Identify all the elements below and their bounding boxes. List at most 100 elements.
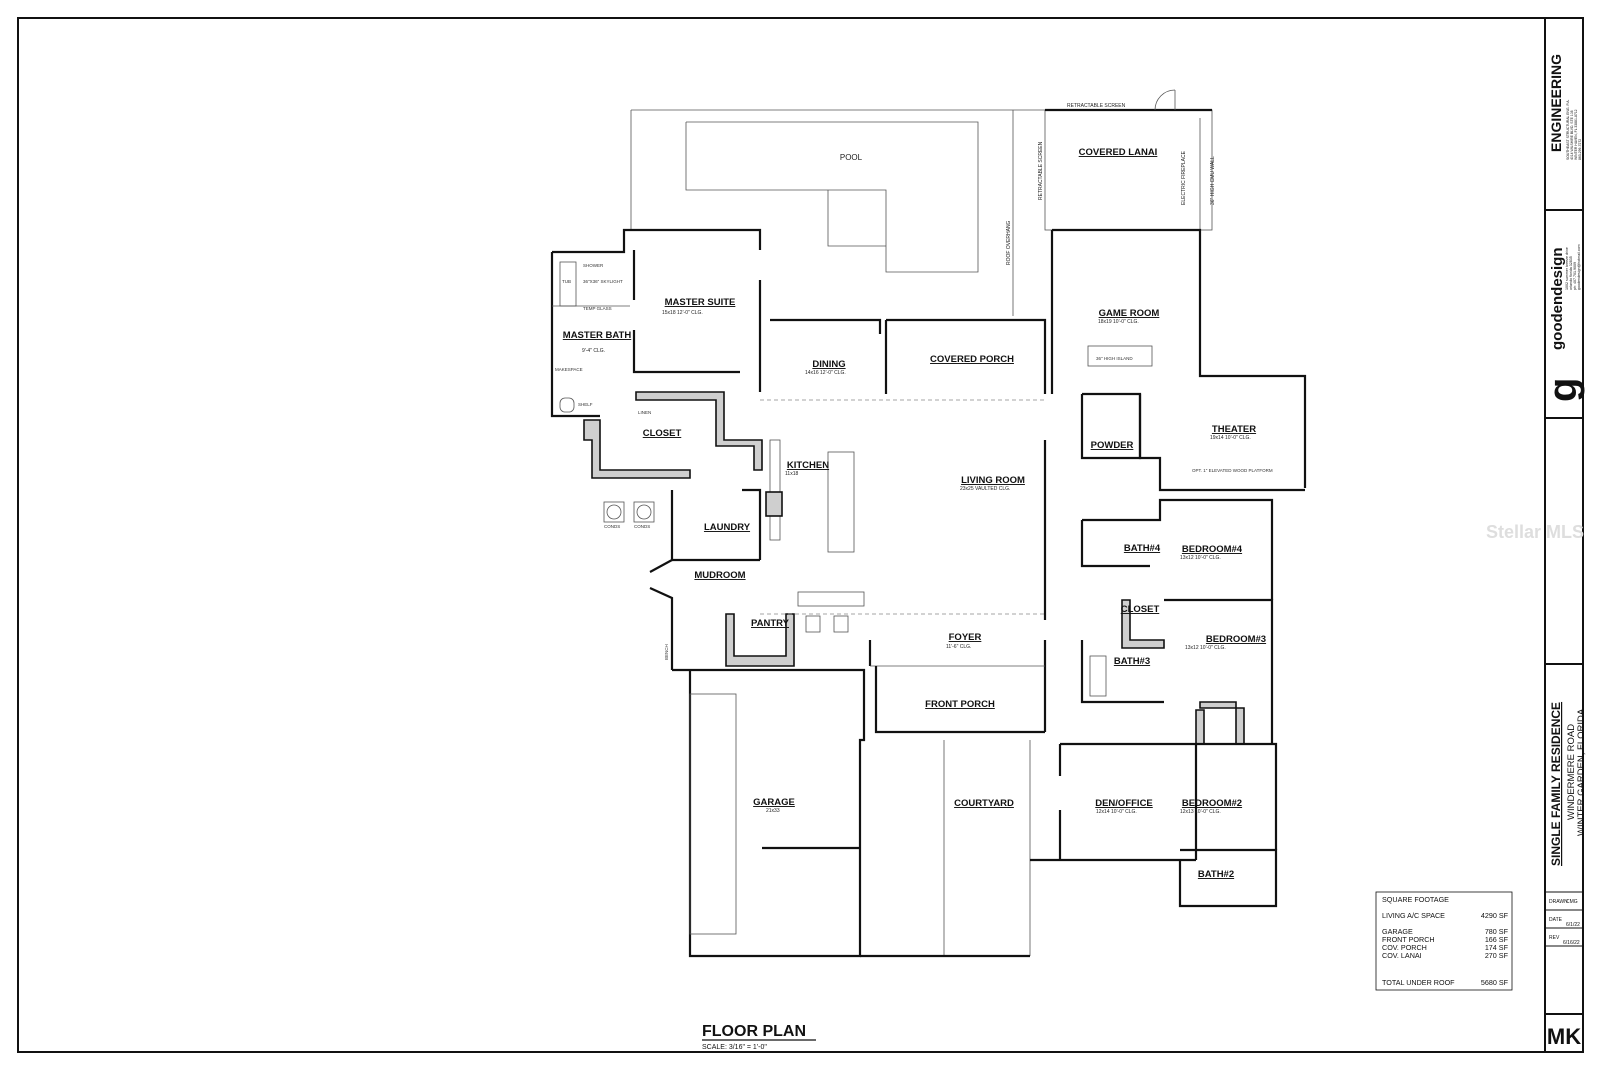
theater-dim: 19x14 10'-0" CLG. — [1210, 435, 1251, 441]
pool-label: POOL — [840, 153, 863, 162]
bath3-label: BATH#3 — [1114, 656, 1150, 667]
theater-label: THEATER — [1212, 424, 1256, 435]
master-suite-label: MASTER SUITE — [665, 297, 736, 308]
covered-porch-label: COVERED PORCH — [930, 354, 1014, 365]
initials: MK — [1547, 1024, 1581, 1049]
square-footage-table: SQUARE FOOTAGE LIVING A/C SPACE 4290 SF … — [1375, 891, 1513, 991]
sqft-item-label: COV. PORCH — [1382, 943, 1427, 952]
master-suite-dim: 15x18 12'-0" CLG. — [662, 310, 703, 316]
bedroom-closet-label: CLOSET — [1121, 604, 1160, 615]
foyer-label: FOYER — [949, 632, 982, 643]
game-room-dim: 18x19 10'-0" CLG. — [1098, 319, 1139, 325]
dining-label: DINING — [812, 359, 845, 370]
laundry-label: LAUNDRY — [704, 522, 751, 533]
retractable-screen-side: RETRACTABLE SCREEN — [1038, 141, 1044, 200]
garage-label: GARAGE — [753, 797, 795, 808]
pantry-wall — [725, 613, 795, 667]
skylight-label: 36"X36" SKYLIGHT — [583, 279, 623, 284]
firm-line: goodendesign@hotmail.com — [1577, 244, 1581, 290]
date-label: DATE — [1549, 917, 1563, 923]
sqft-item-value: 780 SF — [1485, 927, 1509, 936]
pantry-label: PANTRY — [751, 618, 790, 629]
sqft-items: GARAGE 780 SF FRONT PORCH 166 SF COV. PORCH 1… — [1382, 927, 1509, 960]
sqft-living-value: 4290 SF — [1481, 911, 1509, 920]
bedroom4-dim: 13x12 10'-0" CLG. — [1180, 555, 1221, 561]
rev-value: 6/16/22 — [1563, 940, 1580, 946]
linen-label: LINEN — [638, 410, 651, 415]
powder-label: POWDER — [1091, 440, 1134, 451]
courtyard-label: COURTYARD — [954, 798, 1014, 809]
project-city: WINTER GARDEN, FLORIDA — [1576, 708, 1587, 836]
drawn-value: CMG — [1566, 899, 1578, 905]
firm-line: 1002 summer breeze drive — [1565, 247, 1569, 290]
sheet-border — [17, 17, 1584, 1053]
dining-dim: 14x16 12'-0" CLG. — [805, 370, 846, 376]
master-bath-label: MASTER BATH — [563, 330, 632, 341]
engineering-title: ENGINEERING — [1548, 54, 1564, 152]
sqft-item-label: FRONT PORCH — [1382, 935, 1435, 944]
retractable-screen-top: RETRACTABLE SCREEN — [1067, 103, 1126, 109]
covered-lanai-label: COVERED LANAI — [1079, 147, 1158, 158]
drawing-title: FLOOR PLAN SCALE: 3/16" = 1'-0" — [702, 1023, 816, 1051]
sqft-living-label: LIVING A/C SPACE — [1382, 911, 1445, 920]
date-value: 6/1/22 — [1566, 922, 1580, 928]
sqft-item-value: 174 SF — [1485, 943, 1509, 952]
sqft-item-value: 166 SF — [1485, 935, 1509, 944]
lanai-door — [1154, 89, 1176, 111]
island-label: 36" HIGH ISLAND — [1096, 356, 1133, 361]
project-name: SINGLE FAMILY RESIDENCE — [1549, 702, 1563, 866]
condenser-1-label: CONDS — [604, 524, 620, 529]
garage-dim: 21x33 — [766, 808, 780, 814]
shelf-label: SHELF — [578, 402, 593, 407]
master-closet-label: CLOSET — [643, 428, 682, 439]
sqft-item-value: 270 SF — [1485, 951, 1509, 960]
engineering-line: WINTER HAVEN, FL 33881-8712 — [1574, 109, 1578, 160]
roof-overhang-label: ROOF OVERHANG — [1006, 220, 1012, 265]
pool-outline — [685, 121, 979, 273]
master-bath-dim: 9'-4" CLG. — [582, 348, 605, 354]
engineering-line: 863-299-7272 — [1578, 139, 1582, 160]
engineering-lines: SOUTHEAST STRUCTURAL ENG. P.A.4014 WILSH… — [1566, 100, 1582, 160]
bath4-label: BATH#4 — [1124, 543, 1161, 554]
engineering-line: SOUTHEAST STRUCTURAL ENG. P.A. — [1566, 100, 1570, 160]
bedroom4-label: BEDROOM#4 — [1182, 544, 1243, 555]
firm-logo: g — [1541, 378, 1585, 402]
sqft-heading: SQUARE FOOTAGE — [1382, 895, 1449, 904]
firm-name: goodendesign — [1549, 248, 1566, 351]
foyer-dim: 11'-6" CLG. — [946, 644, 971, 650]
title-block: ENGINEERING SOUTHEAST STRUCTURAL ENG. P.… — [1541, 54, 1587, 1049]
bedroom3-label: BEDROOM#3 — [1206, 634, 1266, 645]
condenser-2-label: CONDS — [634, 524, 650, 529]
electric-fireplace-label: ELECTRIC FIREPLACE — [1181, 150, 1187, 205]
kitchen-label: KITCHEN — [787, 460, 829, 471]
project-road: WINDERMERE ROAD — [1566, 724, 1577, 820]
closet-wall — [583, 419, 691, 479]
game-room-label: GAME ROOM — [1099, 308, 1160, 319]
temp-glass-label: TEMP GLASS — [583, 306, 612, 311]
watermark: Stellar MLS — [1486, 522, 1584, 542]
drawing-title-text: FLOOR PLAN — [702, 1023, 806, 1040]
makespace-label: MAKESPACE — [555, 367, 583, 372]
drawn-label: DRAWN — [1549, 899, 1568, 905]
shower-label: SHOWER — [583, 263, 604, 268]
firm-line: ph: 407.701.9009 — [1573, 262, 1577, 290]
drawing-scale: SCALE: 3/16" = 1'-0" — [702, 1044, 767, 1051]
den-office-label: DEN/OFFICE — [1095, 798, 1153, 809]
mudroom-label: MUDROOM — [694, 570, 745, 581]
den-office-dim: 12x14 10'-0" CLG. — [1096, 809, 1137, 815]
floor-plan: POOL COVERED LANAI RETRACTABLE SCREEN RE… — [550, 89, 1307, 958]
platform-label: OPT. 1" ELEVATED WOOD PLATFORM — [1192, 468, 1273, 473]
sqft-total-value: 5680 SF — [1481, 978, 1509, 987]
cmu-wall-label: 36" HIGH CMU WALL — [1210, 156, 1216, 205]
bedroom3-dim: 13x12 10'-0" CLG. — [1185, 645, 1226, 651]
kitchen-dim: 11x18 — [785, 471, 798, 477]
living-room-label: LIVING ROOM — [961, 475, 1025, 486]
firm-line: orlando florida 32835 — [1569, 256, 1573, 290]
living-room-dim: 23x25 VAULTED CLG. — [960, 486, 1010, 492]
bench-label: BENCH — [664, 644, 669, 660]
sqft-item-label: GARAGE — [1382, 927, 1413, 936]
bedroom2-dim: 12x13 10'-0" CLG. — [1180, 809, 1221, 815]
sqft-total-label: TOTAL UNDER ROOF — [1382, 978, 1455, 987]
